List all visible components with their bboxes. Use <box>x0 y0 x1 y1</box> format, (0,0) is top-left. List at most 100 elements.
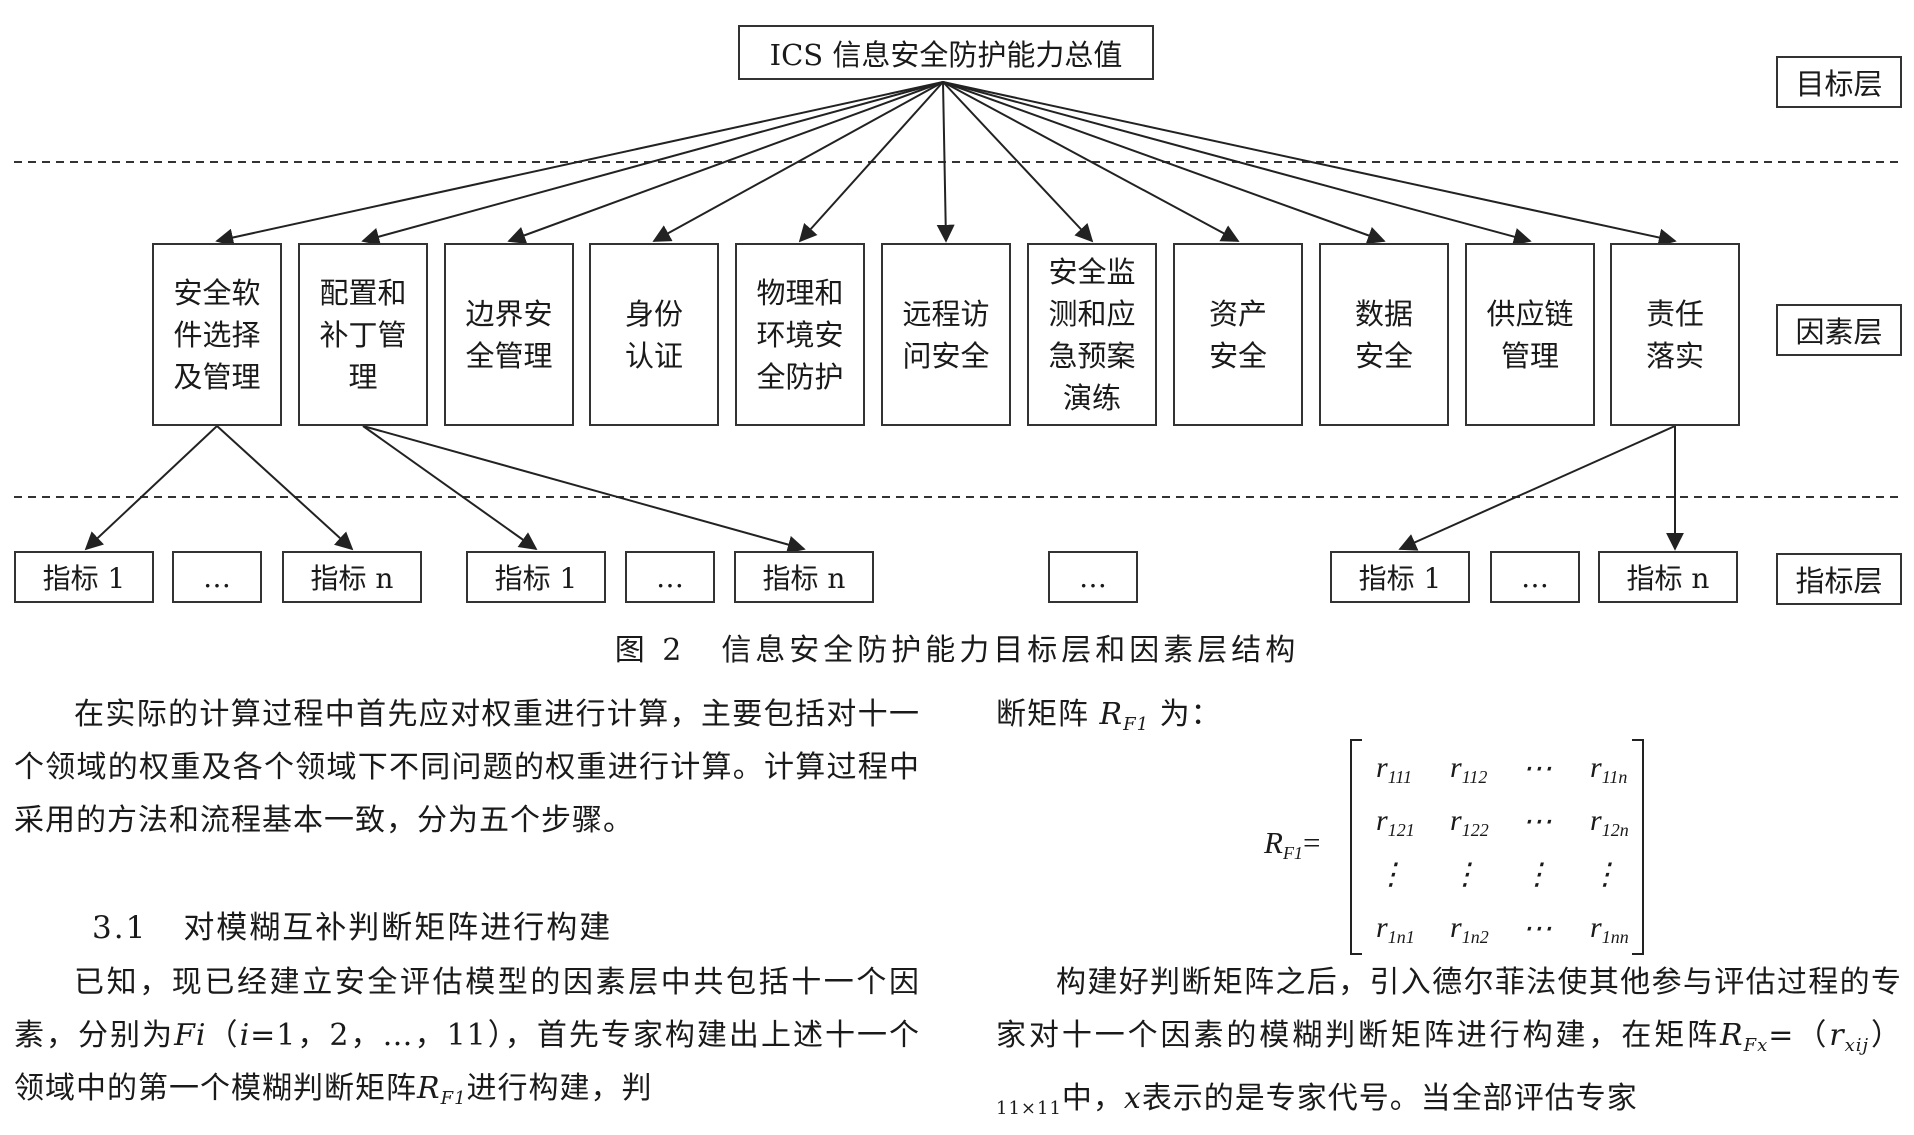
factor-box: 数据安全 <box>1319 243 1449 426</box>
matrix-cell: r11n <box>1590 751 1660 788</box>
factor-box: 远程访问安全 <box>881 243 1011 426</box>
factor-label-line: 数据 <box>1354 296 1413 331</box>
indicator-box: … <box>1490 551 1580 603</box>
indicator-label: 指标 n <box>310 562 394 595</box>
matrix-left-bracket <box>1350 739 1362 955</box>
factor-label-line: 全防护 <box>756 359 844 394</box>
factor-label-line: 理 <box>348 359 378 394</box>
arrow-line <box>798 81 944 243</box>
arrow-group <box>84 81 1684 554</box>
arrow-line <box>652 81 944 242</box>
factor-box: 供应链管理 <box>1465 243 1595 426</box>
indicator-label: 指标 n <box>1626 562 1710 595</box>
factor-label-line: 安全 <box>1354 338 1413 373</box>
matrix-cell: ⋯ <box>1522 911 1592 949</box>
matrix-symbol: r <box>1590 751 1602 784</box>
factor-label-line: 安全 <box>1208 338 1267 373</box>
indicator-box: 指标 1 <box>14 551 154 603</box>
math-var: Fi <box>174 1018 207 1053</box>
arrow-line <box>507 81 944 244</box>
factor-label-line: 全管理 <box>465 338 553 373</box>
factor-box: 安全监测和应急预案演练 <box>1027 243 1157 426</box>
indicator-label: … <box>656 560 684 594</box>
figure-caption: 图 2 信息安全防护能力目标层和因素层结构 <box>0 625 1914 669</box>
matrix-subscript: 1n2 <box>1461 927 1489 947</box>
text-run: ） <box>1869 1018 1903 1053</box>
indicator-box: 指标 1 <box>1330 551 1470 603</box>
section-number: 3.1 <box>92 910 148 946</box>
matrix-symbol: ⋯ <box>1522 752 1552 785</box>
factor-label-line: 安全监 <box>1048 254 1136 289</box>
math-var: x <box>1123 1081 1142 1116</box>
math-subscript: Fx <box>1743 1035 1769 1056</box>
section-title: 对模糊互补判断矩阵进行构建 <box>183 910 613 946</box>
indicator-box: 指标 n <box>1598 551 1738 603</box>
matrix-right-bracket <box>1632 739 1644 955</box>
matrix-cell: ⋯ <box>1522 751 1592 789</box>
factor-box: 身份认证 <box>589 243 719 426</box>
root-node-box: ICS 信息安全防护能力总值 <box>738 25 1154 80</box>
matrix-cell: r1nn <box>1590 911 1660 948</box>
paragraph-text: 构建好判断矩阵之后，引入德尔菲法使其他参与评估过程的专家对十一个因素的模糊判断矩… <box>996 956 1902 1135</box>
factor-label-line: 环境安 <box>756 317 844 352</box>
matrix-symbol: ⋯ <box>1522 912 1552 945</box>
math-var: r <box>1829 1018 1845 1053</box>
factor-label-line: 安全软 <box>173 275 261 310</box>
matrix-cell: ⋯ <box>1522 804 1592 842</box>
indicator-box: 指标 1 <box>466 551 606 603</box>
factor-label-line: 测和应 <box>1048 296 1136 331</box>
arrow-line <box>361 81 944 246</box>
factor-box: 边界安全管理 <box>444 243 574 426</box>
matrix-cell: r121 <box>1376 804 1446 841</box>
math-var: R <box>1264 825 1283 860</box>
matrix-symbol: ⋯ <box>1522 805 1552 838</box>
equals-sign: = <box>1302 825 1321 860</box>
factor-box: 责任落实 <box>1610 243 1740 426</box>
arrow-line <box>1398 425 1676 551</box>
layer-label-text: 指标层 <box>1795 564 1883 598</box>
indicator-box: … <box>1048 551 1138 603</box>
layer-label-text: 因素层 <box>1795 315 1883 349</box>
matrix-symbol: r <box>1590 911 1602 944</box>
arrow-line <box>215 81 944 247</box>
matrix-symbol: ⋮ <box>1522 858 1552 891</box>
layer-label-indicator: 指标层 <box>1776 553 1902 605</box>
layer-label-factor: 因素层 <box>1776 304 1902 356</box>
matrix-cell: ⋮ <box>1590 857 1660 895</box>
left-paragraph-2: 已知，现已经建立安全评估模型的因素层中共包括十一个因素，分别为Fi（i=1，2，… <box>14 956 920 1125</box>
factor-box: 资产安全 <box>1173 243 1303 426</box>
matrix-cell: r1n2 <box>1450 911 1520 948</box>
paragraph-text: 在实际的计算过程中首先应对权重进行计算，主要包括对十一个领域的权重及各个领域下不… <box>14 697 920 838</box>
arrow-line <box>362 425 806 554</box>
indicator-label: 指标 1 <box>42 562 126 595</box>
matrix-cell: r111 <box>1376 751 1446 788</box>
factor-label-line: 物理和 <box>756 275 844 310</box>
text-run: 已知，现已经建立安全评估模型的因素层中共包括十一个因素，分别为 <box>14 965 920 1053</box>
figure-number: 图 2 <box>614 633 686 668</box>
layer-label-target: 目标层 <box>1776 56 1902 108</box>
figure-title: 信息安全防护能力目标层和因素层结构 <box>721 633 1300 668</box>
text-run: 表示的是专家代号。当全部评估专家 <box>1141 1081 1638 1116</box>
section-heading: 3.1 对模糊互补判断矩阵进行构建 <box>92 902 612 947</box>
arrow-line <box>216 425 354 551</box>
structure-diagram-lines <box>14 81 1900 554</box>
indicator-box: … <box>625 551 715 603</box>
right-line-1: 断矩阵 RF1 为： <box>996 688 1902 751</box>
indicator-box: 指标 n <box>282 551 422 603</box>
text-run: 中， <box>1061 1081 1124 1116</box>
text-run: （ <box>206 1018 240 1053</box>
matrix-subscript: 122 <box>1461 820 1489 840</box>
arrow-line <box>936 81 955 243</box>
indicator-label: 指标 n <box>762 562 846 595</box>
left-paragraph-1: 在实际的计算过程中首先应对权重进行计算，主要包括对十一个领域的权重及各个领域下不… <box>14 688 920 847</box>
matrix-subscript: 121 <box>1387 820 1415 840</box>
matrix-subscript: 11n <box>1601 767 1628 787</box>
matrix-symbol: ⋮ <box>1590 858 1620 891</box>
matrix-symbol: r <box>1590 804 1602 837</box>
factor-label-line: 落实 <box>1645 338 1704 373</box>
math-subscript: 11×11 <box>996 1098 1062 1119</box>
factor-label-line: 认证 <box>624 338 683 373</box>
matrix-symbol: r <box>1450 911 1462 944</box>
arrow-line <box>942 81 1094 243</box>
arrow-line <box>84 425 218 551</box>
